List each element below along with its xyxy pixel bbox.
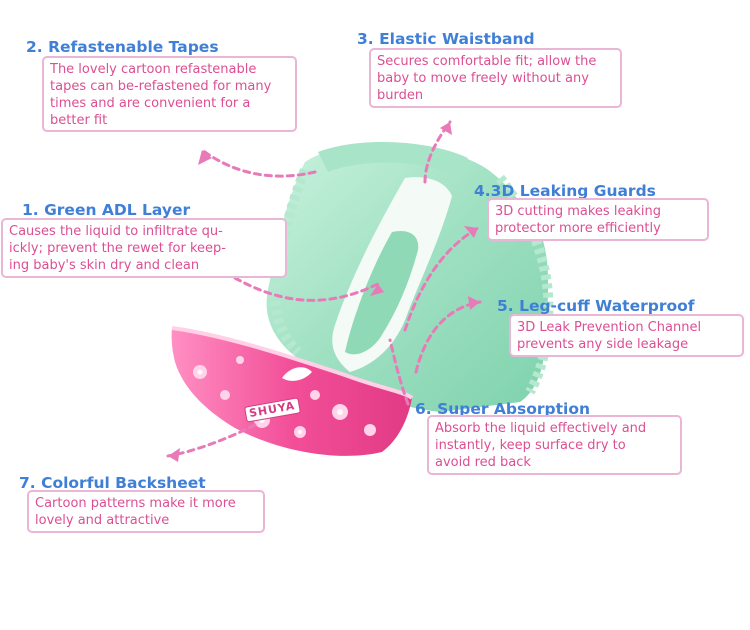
feature-7-line: lovely and attractive — [35, 513, 170, 528]
arrow-4-guards — [403, 226, 480, 332]
feature-2-line: times and are convenient for a — [50, 96, 251, 111]
feature-3-line: burden — [377, 88, 424, 103]
left-ruffle — [270, 168, 310, 356]
arrow-6-absorption — [388, 338, 410, 406]
feature-2-line: The lovely cartoon refastenable — [50, 62, 257, 77]
feature-5-title: 5. Leg-cuff Waterproof — [497, 297, 695, 315]
backsheet — [171, 328, 412, 456]
feature-6-line: avoid red back — [435, 455, 531, 470]
feature-2-line: tapes can be-refastened for many — [50, 79, 272, 94]
feature-1-box: Causes the liquid to infiltrate qu- ickl… — [1, 218, 287, 278]
feature-7-box: Cartoon patterns make it more lovely and… — [27, 490, 265, 533]
feature-1-line: Causes the liquid to infiltrate qu- — [9, 224, 223, 239]
waistband — [318, 141, 468, 176]
feature-5-box: 3D Leak Prevention Channel prevents any … — [509, 314, 744, 357]
feature-3-line: baby to move freely without any — [377, 71, 589, 86]
feature-6-line: instantly, keep surface dry to — [435, 438, 626, 453]
feature-1-title: 1. Green ADL Layer — [22, 201, 191, 219]
feature-6-title: 6. Super Absorption — [415, 400, 591, 418]
feature-3-line: Secures comfortable fit; allow the — [377, 54, 597, 69]
feature-7-title: 7. Colorful Backsheet — [19, 474, 206, 492]
feature-5-line: 3D Leak Prevention Channel — [517, 320, 702, 335]
feature-5-line: prevents any side leakage — [517, 337, 689, 352]
feature-3-title: 3. Elastic Waistband — [357, 30, 535, 48]
feature-1-line: ickly; prevent the rewet for keep- — [9, 241, 226, 256]
feature-4-box: 3D cutting makes leaking protector more … — [487, 198, 709, 241]
feature-4-line: protector more efficiently — [495, 221, 661, 236]
feature-6-line: Absorb the liquid effectively and — [435, 421, 647, 436]
feature-7-line: Cartoon patterns make it more — [35, 496, 236, 511]
feature-2-title: 2. Refastenable Tapes — [26, 38, 219, 56]
feature-6-box: Absorb the liquid effectively and instan… — [427, 415, 682, 475]
feature-2-line: better fit — [50, 113, 108, 128]
white-leaf — [282, 367, 312, 381]
arrow-2-tapes — [200, 148, 317, 178]
arrow-7-backsheet — [166, 423, 257, 458]
feature-4-title: 4.3D Leaking Guards — [474, 182, 656, 200]
feature-4-line: 3D cutting makes leaking — [495, 204, 662, 219]
feature-2-box: The lovely cartoon refastenable tapes ca… — [42, 56, 297, 132]
feature-1-line: ing baby's skin dry and clean — [9, 258, 200, 273]
arrow-1-adl — [233, 276, 380, 302]
feature-3-box: Secures comfortable fit; allow the baby … — [369, 48, 622, 108]
backsheet-top-edge — [171, 326, 414, 400]
